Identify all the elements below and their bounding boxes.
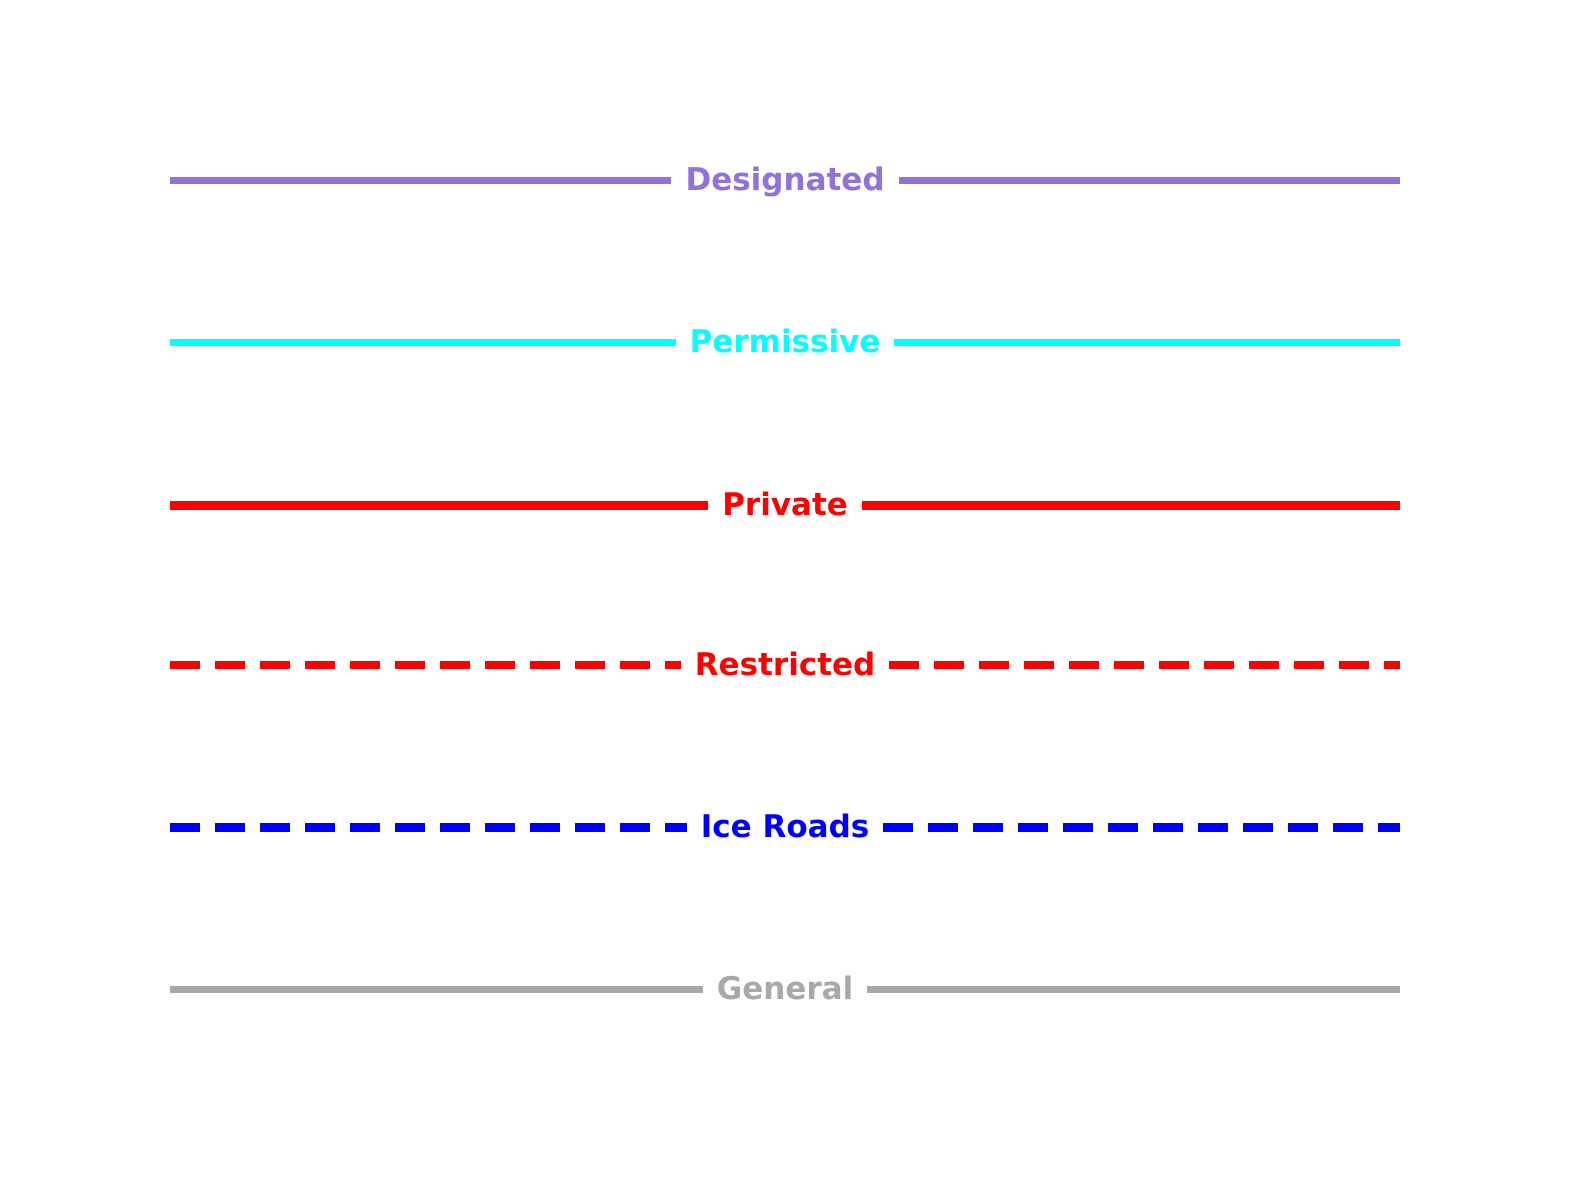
legend-label-restricted: Restricted: [694, 646, 876, 683]
permissive-line-left: [170, 338, 676, 346]
legend-row-ice-roads: Ice Roads: [170, 805, 1400, 849]
legend-label-permissive: Permissive: [689, 323, 881, 360]
legend-label-private: Private: [722, 486, 848, 523]
legend-row-general: General: [170, 967, 1400, 1011]
legend-row-restricted: Restricted: [170, 643, 1400, 687]
private-line-left: [170, 500, 709, 510]
ice-roads-line-right: [883, 822, 1400, 832]
legend-label-designated: Designated: [685, 161, 885, 198]
ice-roads-line-left: [170, 822, 687, 832]
legend-row-designated: Designated: [170, 158, 1400, 202]
legend-label-general: General: [716, 970, 854, 1007]
permissive-line-right: [894, 338, 1401, 346]
general-line-right: [867, 985, 1400, 993]
designated-line-right: [898, 176, 1400, 184]
designated-line-left: [170, 176, 672, 184]
restricted-line-left: [170, 661, 681, 669]
private-line-right: [861, 500, 1401, 510]
legend-row-private: Private: [170, 483, 1401, 527]
legend-row-permissive: Permissive: [170, 320, 1401, 364]
legend-label-ice-roads: Ice Roads: [700, 808, 870, 845]
restricted-line-right: [889, 661, 1400, 669]
general-line-left: [170, 985, 703, 993]
